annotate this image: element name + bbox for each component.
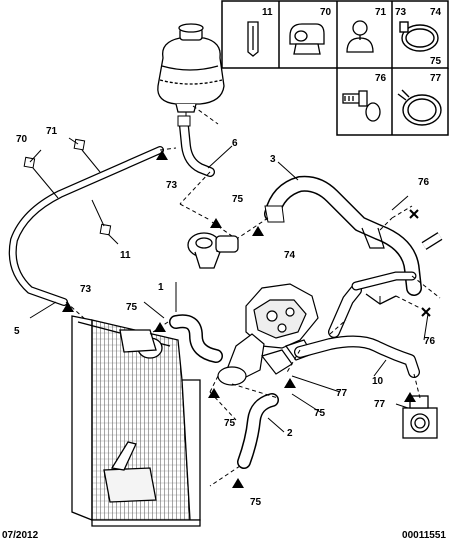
callout-2: 2 <box>287 428 293 439</box>
parts-legend-box <box>221 0 449 136</box>
water-outlet-housing <box>217 283 319 386</box>
callout-leader-lines <box>29 137 429 433</box>
callout-6: 6 <box>232 138 238 149</box>
hose-5-clip-11 <box>99 223 112 236</box>
callout-75-b: 75 <box>126 302 138 313</box>
callout-73-b: 73 <box>80 284 92 295</box>
legend-label-73: 73 <box>395 7 407 18</box>
hose-clamp-73-74-icon <box>399 21 439 52</box>
callout-71: 71 <box>46 126 58 137</box>
legend-label-76: 76 <box>375 73 387 84</box>
spring-clamp-77-icon <box>397 89 442 126</box>
callout-3: 3 <box>270 154 276 165</box>
double-clip-70-icon <box>289 23 325 55</box>
expansion-tank <box>157 23 225 113</box>
callout-77-a: 77 <box>336 388 348 399</box>
cross-markers <box>409 209 431 317</box>
legend-label-11: 11 <box>262 7 273 18</box>
footer-reference: 00011551 <box>402 530 446 541</box>
hose-5-clip-71 <box>73 138 86 151</box>
legend-label-74: 74 <box>430 7 442 18</box>
callout-73-a: 73 <box>166 180 178 191</box>
callout-11: 11 <box>120 250 131 261</box>
legend-label-71: 71 <box>375 7 387 18</box>
callout-77-b: 77 <box>374 399 386 410</box>
callout-74: 74 <box>284 250 296 261</box>
bolt-76-icon <box>342 90 381 122</box>
thermostat-housing <box>187 232 239 269</box>
pipe-bracket <box>365 293 397 305</box>
legend-label-77: 77 <box>430 73 442 84</box>
assembly-dashed-lines <box>65 105 441 487</box>
callout-70: 70 <box>16 134 28 145</box>
legend-label-75: 75 <box>430 56 442 67</box>
callout-76-b: 76 <box>424 336 436 347</box>
hose-3-bracket <box>361 227 385 249</box>
callout-5: 5 <box>14 326 20 337</box>
callout-75-d: 75 <box>314 408 326 419</box>
legend-label-70: 70 <box>320 7 332 18</box>
strap-clip-11-icon <box>247 21 259 57</box>
oil-cooler <box>402 395 438 439</box>
callout-75-e: 75 <box>250 497 262 508</box>
hose-6-end <box>177 115 191 127</box>
footer-date: 07/2012 <box>2 530 39 541</box>
callout-10: 10 <box>372 376 384 387</box>
radiator <box>71 315 201 527</box>
callout-1: 1 <box>158 282 164 293</box>
triangle-markers <box>62 150 416 488</box>
pipe-clip-71-icon <box>346 20 374 53</box>
callout-76-a: 76 <box>418 177 430 188</box>
hose-3-end <box>264 205 285 223</box>
callout-75-a: 75 <box>232 194 244 205</box>
callout-75-c: 75 <box>224 418 236 429</box>
hose-5 <box>8 146 164 306</box>
